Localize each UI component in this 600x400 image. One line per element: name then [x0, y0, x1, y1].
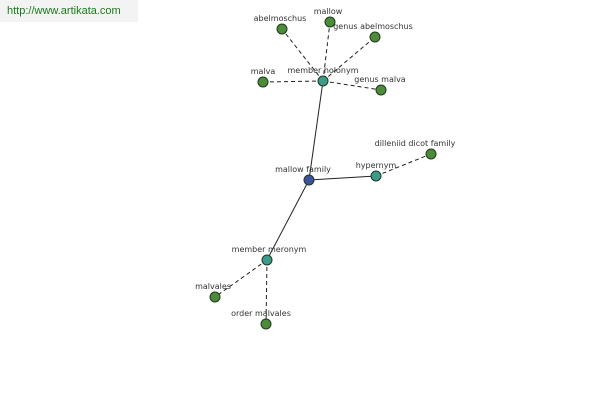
edge-meronym-malvales — [214, 259, 268, 298]
edge-holonym-genus-malva — [322, 80, 382, 91]
node-label-holonym[interactable]: member holonym — [287, 66, 358, 75]
edge-meronym-order-malvales — [265, 259, 268, 325]
node-label-meronym[interactable]: member meronym — [232, 245, 307, 254]
edge-center-hypernym — [308, 175, 377, 181]
node-genus-malva[interactable] — [375, 84, 387, 96]
node-dilleniid[interactable] — [425, 148, 437, 160]
node-order-malvales[interactable] — [260, 318, 272, 330]
node-label-abelmoschus[interactable]: abelmoschus — [254, 14, 307, 23]
node-abelmoschus[interactable] — [276, 23, 288, 35]
edges-layer — [214, 21, 432, 325]
node-malva[interactable] — [257, 76, 269, 88]
edge-center-holonym — [308, 80, 324, 181]
node-meronym[interactable] — [261, 254, 273, 266]
node-label-mallow[interactable]: mallow — [314, 7, 343, 16]
edge-hypernym-dilleniid — [375, 153, 432, 177]
node-genus-abelmoschus[interactable] — [369, 31, 381, 43]
node-mallow[interactable] — [324, 16, 336, 28]
node-hypernym[interactable] — [370, 170, 382, 182]
node-holonym[interactable] — [317, 75, 329, 87]
edge-holonym-mallow — [322, 21, 331, 82]
node-label-dilleniid[interactable]: dilleniid dicot family — [375, 139, 456, 148]
node-label-malva[interactable]: malva — [251, 67, 276, 76]
node-label-center[interactable]: mallow family — [275, 165, 331, 174]
node-label-malvales[interactable]: malvales — [195, 282, 231, 291]
node-label-hypernym[interactable]: hypernym — [356, 161, 397, 170]
node-label-genus-abelmoschus[interactable]: genus abelmoschus — [333, 22, 413, 31]
edge-holonym-genus-abelmoschus — [322, 36, 376, 82]
node-label-order-malvales[interactable]: order malvales — [231, 309, 291, 318]
node-malvales[interactable] — [209, 291, 221, 303]
nodes-layer — [209, 16, 437, 330]
edge-center-meronym — [266, 179, 310, 261]
watermark-url[interactable]: http://www.artikata.com — [0, 0, 138, 22]
node-center[interactable] — [303, 174, 315, 186]
labels-layer: mallow family member holonym member merony… — [195, 7, 456, 318]
node-label-genus-malva[interactable]: genus malva — [354, 75, 406, 84]
edge-holonym-malva — [262, 80, 324, 83]
